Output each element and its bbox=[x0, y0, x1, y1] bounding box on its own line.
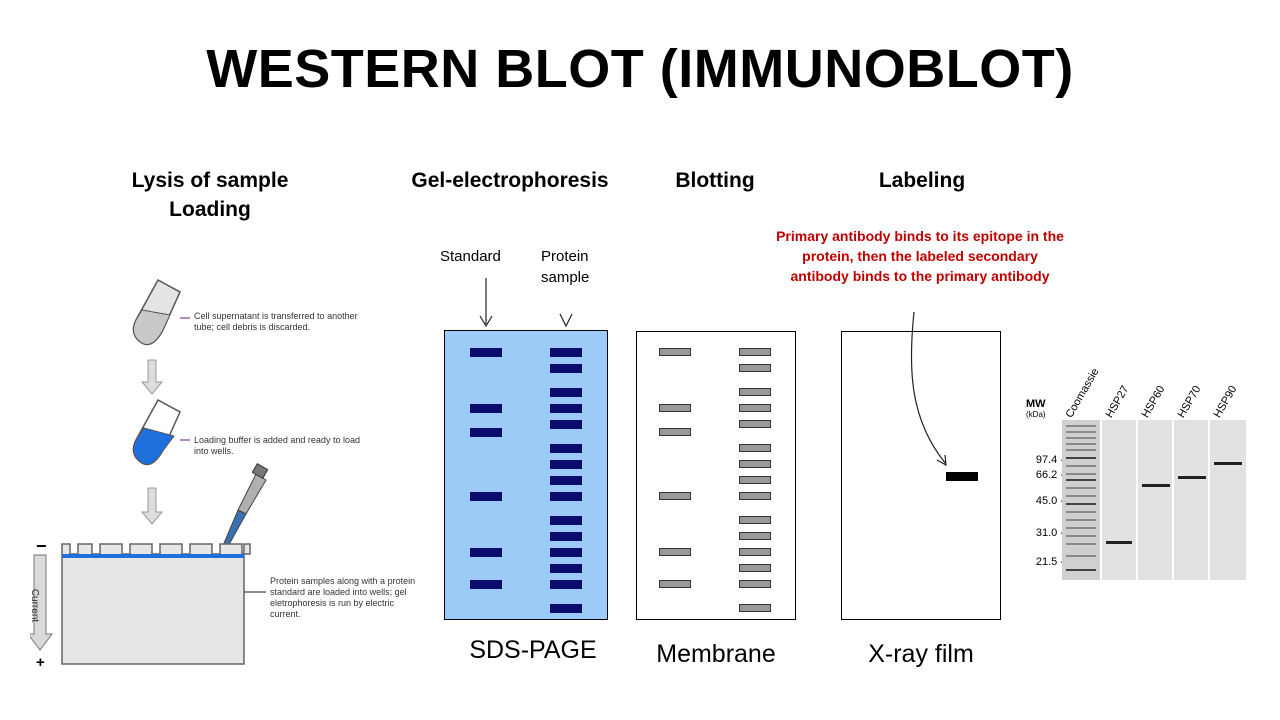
membrane-band-sample bbox=[739, 404, 771, 412]
membrane bbox=[636, 331, 796, 620]
membrane-band-sample bbox=[739, 548, 771, 556]
membrane-band-sample bbox=[739, 420, 771, 428]
caption-xray-film: X-ray film bbox=[868, 640, 974, 668]
label-protein-sample: Protein sample bbox=[541, 246, 589, 288]
gel-band-sample bbox=[550, 564, 582, 573]
tube-supernatant bbox=[132, 278, 181, 346]
step-blot: Blotting bbox=[675, 169, 755, 192]
lane-label: Coomassie bbox=[1063, 366, 1102, 420]
gel-band-standard bbox=[470, 348, 502, 357]
gel-band-standard bbox=[470, 580, 502, 589]
membrane-band-sample bbox=[739, 460, 771, 468]
step-label: Labeling bbox=[878, 169, 966, 192]
blot-result: MW (kDa) 97.4 - 66.2 - 45.0 - 31.0 - 21.… bbox=[1020, 360, 1260, 590]
down-arrow-icon bbox=[140, 487, 164, 525]
gel-band-sample bbox=[550, 580, 582, 589]
membrane-band-standard bbox=[659, 348, 691, 356]
caption-membrane: Membrane bbox=[656, 640, 776, 668]
membrane-band-standard bbox=[659, 428, 691, 436]
page-title: WESTERN BLOT (IMMUNOBLOT) bbox=[206, 39, 1074, 99]
gel-band-sample bbox=[550, 364, 582, 373]
mw-marker: 31.0 - bbox=[1035, 527, 1064, 539]
lane-label: HSP60 bbox=[1139, 383, 1168, 420]
gel-band-sample bbox=[550, 492, 582, 501]
hsp60-band bbox=[1142, 484, 1170, 487]
mw-marker: 66.2 - bbox=[1035, 469, 1064, 481]
pipette-icon bbox=[221, 462, 269, 551]
membrane-band-sample bbox=[739, 492, 771, 500]
gel-arrows bbox=[479, 278, 573, 328]
membrane-band-standard bbox=[659, 548, 691, 556]
gel-band-sample bbox=[550, 444, 582, 453]
hsp90-band bbox=[1214, 462, 1242, 465]
gel-band-standard bbox=[470, 548, 502, 557]
arrow-standard-icon bbox=[479, 278, 493, 328]
step-gel: Gel-electrophoresis bbox=[411, 169, 609, 192]
step-lysis-line2: Loading bbox=[169, 198, 251, 221]
current-arrow-icon bbox=[30, 554, 53, 651]
film-band bbox=[946, 472, 978, 481]
gel-band-sample bbox=[550, 388, 582, 397]
hsp27-band bbox=[1106, 541, 1132, 544]
note-loading-buffer: Loading buffer is added and ready to loa… bbox=[194, 435, 360, 456]
antibody-arrow bbox=[910, 311, 947, 467]
membrane-band-sample bbox=[739, 388, 771, 396]
gel-band-sample bbox=[550, 348, 582, 357]
membrane-band-standard bbox=[659, 404, 691, 412]
membrane-band-sample bbox=[739, 532, 771, 540]
current-label: Current bbox=[29, 588, 41, 623]
sds-page-gel bbox=[444, 330, 608, 620]
lane-label: HSP27 bbox=[1103, 383, 1132, 420]
note-gel-run: Protein samples along with a protein sta… bbox=[270, 576, 416, 619]
gel-band-sample bbox=[550, 476, 582, 485]
gel-band-sample bbox=[550, 460, 582, 469]
gel-band-sample bbox=[550, 532, 582, 541]
tube-loading-buffer bbox=[132, 398, 181, 466]
membrane-band-sample bbox=[739, 580, 771, 588]
coomassie-smear bbox=[1066, 425, 1096, 571]
membrane-band-sample bbox=[739, 564, 771, 572]
blot-lanes bbox=[1062, 420, 1246, 580]
plus-sign: + bbox=[36, 654, 45, 671]
xray-film bbox=[841, 331, 1001, 620]
caption-sds-page: SDS-PAGE bbox=[469, 636, 597, 664]
lane-label: HSP90 bbox=[1211, 383, 1240, 420]
membrane-band-standard bbox=[659, 580, 691, 588]
label-protein-line2: sample bbox=[541, 269, 590, 286]
membrane-band-sample bbox=[739, 348, 771, 356]
gel-band-sample bbox=[550, 516, 582, 525]
membrane-band-sample bbox=[739, 444, 771, 452]
label-standard: Standard bbox=[440, 248, 501, 265]
arrow-protein-icon bbox=[559, 313, 573, 328]
mw-unit: (kDa) bbox=[1026, 410, 1046, 419]
curved-arrow-icon bbox=[910, 311, 947, 467]
gel-tank bbox=[61, 543, 251, 665]
gel-band-standard bbox=[470, 492, 502, 501]
hsp70-band bbox=[1178, 476, 1206, 479]
mw-title: MW bbox=[1026, 398, 1046, 410]
antibody-note: Primary antibody binds to its epitope in… bbox=[776, 228, 1064, 284]
lane-label: HSP70 bbox=[1175, 383, 1204, 420]
gel-band-sample bbox=[550, 604, 582, 613]
gel-band-standard bbox=[470, 404, 502, 413]
gel-band-sample bbox=[550, 548, 582, 557]
membrane-band-sample bbox=[739, 476, 771, 484]
lysis-illustration bbox=[30, 278, 269, 665]
gel-band-sample bbox=[550, 420, 582, 429]
mw-marker: 97.4 - bbox=[1035, 454, 1064, 466]
membrane-band-standard bbox=[659, 492, 691, 500]
membrane-band-sample bbox=[739, 604, 771, 612]
step-lysis-line1: Lysis of sample bbox=[131, 169, 289, 192]
step-lysis: Lysis of sample Loading bbox=[110, 166, 310, 224]
gel-band-standard bbox=[470, 428, 502, 437]
mw-marker: 45.0 - bbox=[1035, 495, 1064, 507]
gel-band-sample bbox=[550, 404, 582, 413]
label-protein-line1: Protein bbox=[541, 248, 589, 265]
membrane-band-sample bbox=[739, 516, 771, 524]
minus-sign: − bbox=[36, 536, 47, 556]
note-supernatant: Cell supernatant is transferred to anoth… bbox=[194, 311, 358, 332]
membrane-band-sample bbox=[739, 364, 771, 372]
down-arrow-icon bbox=[140, 359, 164, 395]
mw-marker: 21.5 - bbox=[1035, 556, 1064, 568]
